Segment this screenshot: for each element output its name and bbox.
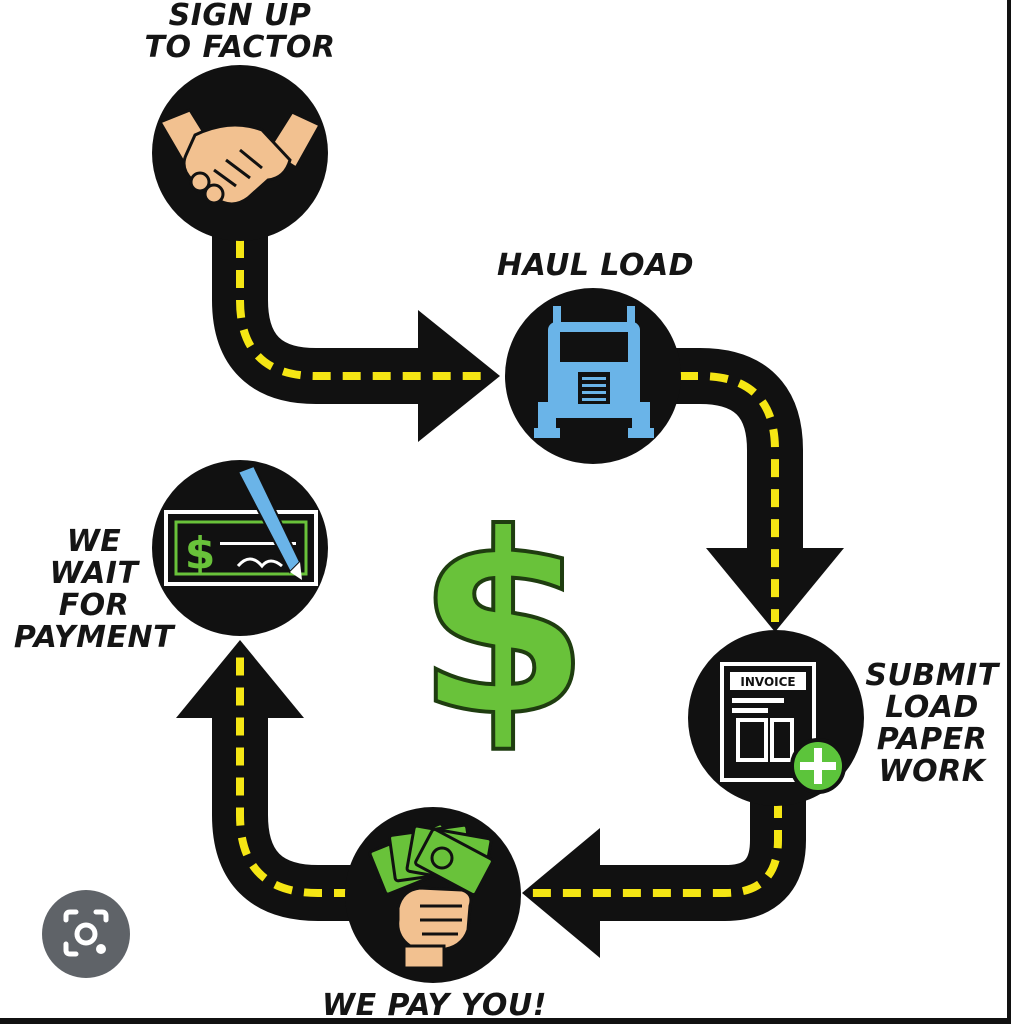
cash-in-hand-icon bbox=[345, 807, 521, 983]
track-haul-to-submit bbox=[660, 348, 844, 632]
we-wait-line4: PAYMENT bbox=[13, 620, 175, 655]
track-sign-up-to-haul bbox=[212, 230, 500, 442]
center-dollar-text: $ bbox=[416, 480, 590, 771]
submit-line1: SUBMIT bbox=[865, 658, 999, 693]
track-pay-to-wait bbox=[176, 640, 360, 921]
dollar-sign-icon: $ bbox=[414, 478, 592, 773]
we-wait-line1: WE bbox=[66, 524, 122, 559]
sign-up-line1: SIGN UP bbox=[168, 0, 312, 33]
haul-load-label: HAUL LOAD bbox=[497, 250, 694, 282]
submit-line4: WORK bbox=[878, 754, 986, 789]
frame-border-right bbox=[1007, 0, 1011, 1024]
submit-line3: PAPER bbox=[876, 722, 988, 757]
we-pay-label: WE PAY YOU! bbox=[322, 990, 547, 1022]
submit-line2: LOAD bbox=[885, 690, 979, 725]
sign-up-label: SIGN UP TO FACTOR bbox=[140, 0, 340, 64]
track-submit-to-pay bbox=[522, 790, 806, 958]
submit-label: SUBMIT LOAD PAPER WORK bbox=[862, 660, 1002, 788]
handshake-icon bbox=[152, 65, 328, 241]
invoice-text: INVOICE bbox=[740, 675, 795, 689]
we-wait-line3: FOR bbox=[58, 588, 130, 623]
we-wait-label: WE WAIT FOR PAYMENT bbox=[4, 526, 184, 654]
haul-load-text: HAUL LOAD bbox=[497, 248, 695, 283]
check-signing-icon: $ bbox=[152, 460, 328, 636]
invoice-icon: INVOICE bbox=[688, 630, 864, 806]
frame-border-bottom bbox=[0, 1018, 1011, 1024]
we-wait-line2: WAIT bbox=[49, 556, 139, 591]
check-dollar-symbol: $ bbox=[185, 528, 216, 579]
sign-up-line2: TO FACTOR bbox=[144, 30, 336, 65]
lens-camera-icon bbox=[63, 909, 109, 957]
we-pay-text: WE PAY YOU! bbox=[322, 988, 547, 1023]
truck-icon bbox=[505, 288, 681, 464]
lens-camera-button[interactable] bbox=[42, 890, 130, 978]
